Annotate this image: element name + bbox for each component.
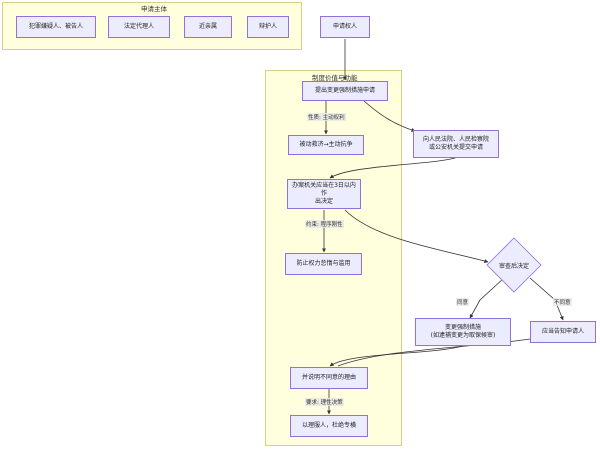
node-respect: 以理服人，杜绝专横 <box>290 415 368 437</box>
node-passive: 被动救济→主动抗争 <box>288 135 364 155</box>
edge-label-agree: 同意 <box>456 298 470 306</box>
node-relatives: 近亲属 <box>184 16 232 38</box>
node-suspect: 犯罪嫌疑人、被告人 <box>16 16 96 38</box>
edge-label-nature: 性质: 主动权利 <box>307 113 346 121</box>
edge-label-disagree: 不同意 <box>553 298 572 306</box>
edge-decide-review <box>344 209 489 263</box>
node-notify: 应当告知申请人 <box>530 321 596 343</box>
node-legal-rep: 法定代理人 <box>108 16 170 38</box>
node-review-shape <box>486 237 542 293</box>
edge-submit-decide <box>329 152 456 179</box>
cluster-subject-title: 申请主体 <box>141 5 167 13</box>
edge-review-change <box>469 277 505 319</box>
node-decide: 办案机关应当在3日以内作 出决定 <box>287 179 361 209</box>
cluster-system-title: 制度价值与功能 <box>312 74 358 82</box>
edge-label-require: 要求: 理性决策 <box>305 398 344 406</box>
node-review-label: 审查后决定 <box>498 263 529 270</box>
node-prevent: 防止权力怠惰与滥用 <box>285 253 362 275</box>
node-explain: 并说明不同意的理由 <box>290 367 368 389</box>
node-apply: 提出变更强制措施申请 <box>302 81 388 101</box>
node-submit: 向人民法院、人民检察院 或公安机关提交申请 <box>413 130 499 158</box>
node-change: 变更强制措施 (如逮捕变更为取保候审) <box>415 318 511 346</box>
edge-change-explain <box>329 345 464 367</box>
edge-apply-submit <box>363 100 416 132</box>
edge-label-constraint: 约束: 程序刚性 <box>305 220 344 228</box>
node-applicant: 申请权人 <box>320 16 370 38</box>
node-defender: 辩护人 <box>247 16 289 38</box>
